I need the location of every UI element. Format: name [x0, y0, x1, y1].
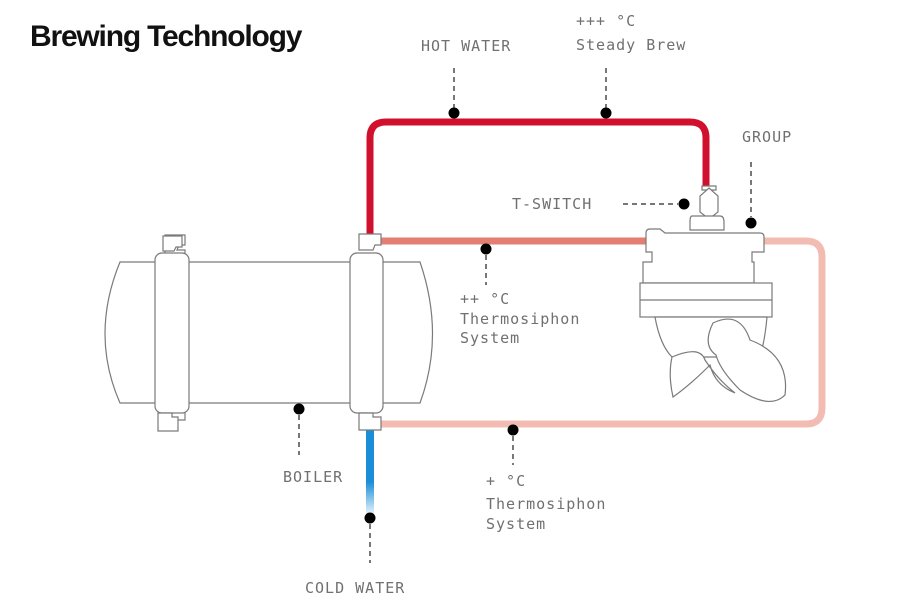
t-switch-marker: [678, 198, 690, 210]
thermosiphon-upper-line1: Thermosiphon: [460, 310, 580, 328]
thermosiphon-upper-temp: ++ °C: [460, 290, 510, 308]
cold-water-marker: [364, 512, 376, 524]
steady-brew-temp: +++ °C: [576, 12, 636, 30]
thermosiphon-lower-pipe: [380, 237, 826, 428]
group-head: [639, 185, 787, 402]
group-marker: [745, 217, 757, 229]
steady-brew-marker: [600, 107, 612, 119]
hot-water-marker: [448, 107, 460, 119]
thermosiphon-lower-temp: + °C: [486, 472, 526, 490]
cold-water-label: COLD WATER: [305, 579, 405, 597]
t-switch-label: T-SWITCH: [512, 195, 592, 213]
group-label: GROUP: [742, 128, 792, 146]
thermosiphon-upper-marker: [480, 243, 492, 255]
boiler-marker: [293, 403, 305, 415]
hot-water-label: HOT WATER: [421, 37, 511, 55]
thermosiphon-lower-line2: System: [486, 515, 546, 533]
steady-brew-label: Steady Brew: [576, 36, 686, 54]
thermosiphon-lower-line1: Thermosiphon: [486, 495, 606, 513]
hot-water-pipe: [366, 118, 710, 238]
cold-water-pipe: [366, 428, 374, 518]
thermosiphon-upper-line2: System: [460, 329, 520, 347]
page-title: Brewing Technology: [30, 20, 302, 53]
thermosiphon-lower-marker: [507, 424, 519, 436]
boiler-label: BOILER: [283, 468, 343, 486]
boiler: [104, 233, 434, 432]
